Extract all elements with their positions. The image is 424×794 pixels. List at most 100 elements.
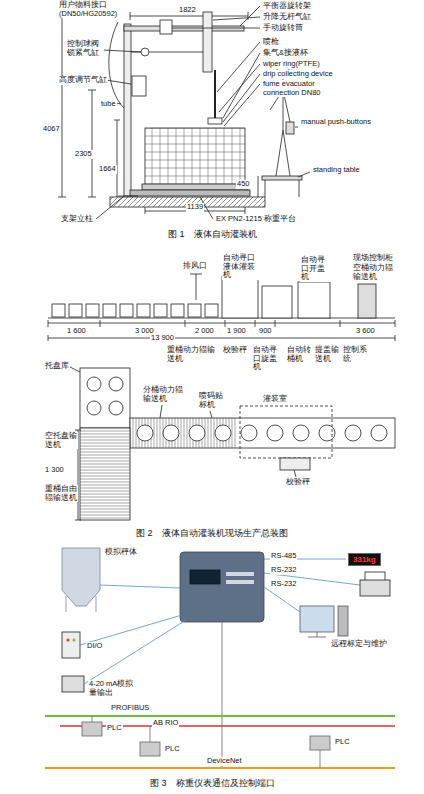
drawing-stroke (92, 716, 320, 768)
drawing-stroke (80, 434, 130, 435)
part-label: 3 600 (355, 327, 376, 336)
drawing-stroke (338, 606, 348, 636)
drawing-stroke (262, 286, 292, 318)
drawing-stroke (80, 473, 130, 474)
part-label: 分桶动力辊输送机 (142, 386, 184, 403)
weight-display: 331kg (348, 553, 381, 566)
part-label: 1822 (178, 6, 197, 15)
drawing-stroke (86, 304, 99, 317)
part-label: 远程标定与维护 (330, 640, 388, 649)
drawing-stroke (80, 485, 130, 486)
drawing-stroke (48, 318, 395, 319)
drawing-stroke (154, 418, 155, 448)
drawing-stroke (286, 122, 294, 134)
drawing-stroke (345, 425, 361, 441)
drawing-stroke (84, 620, 186, 684)
drawing-stroke (310, 736, 330, 750)
drawing-stroke (141, 48, 149, 56)
part-label: fume evacuator connection DN80 (262, 80, 344, 97)
drawing-stroke (62, 548, 100, 606)
drawing-stroke (215, 425, 231, 441)
drawing-stroke (48, 270, 395, 520)
drawing-stroke (171, 304, 184, 317)
drawing-stroke (80, 464, 130, 465)
drawing-stroke (67, 639, 70, 642)
display-reading: 331kg (353, 555, 376, 564)
drawing-stroke (264, 559, 360, 612)
drawing-stroke (48, 320, 395, 327)
drawing-stroke (226, 580, 254, 584)
drawing-stroke (80, 461, 130, 462)
part-label: 空托盘输送机 (44, 432, 78, 449)
drawing-stroke (80, 494, 130, 495)
drawing-stroke (240, 406, 332, 458)
drawing-stroke (130, 190, 250, 196)
drawing-stroke (80, 467, 130, 468)
drawing-stroke (109, 22, 124, 108)
drawing-stroke (137, 425, 153, 441)
drawing-stroke (80, 506, 130, 507)
drawing-stroke (120, 304, 133, 317)
part-label: EX PN2-1215 称重平台 (215, 215, 297, 224)
drawing-stroke (137, 304, 150, 317)
part-label: 450 (236, 180, 251, 189)
part-label: 用户物料接口 (DN50/HG20592) (58, 1, 128, 18)
drawing-stroke (145, 128, 245, 190)
drawing-stroke (87, 377, 101, 391)
drawing-stroke (80, 449, 130, 450)
part-label: 重桶自由辊输送机 (44, 485, 78, 502)
part-label: 模拟秤体 (104, 548, 138, 557)
part-label: PLC (106, 724, 123, 733)
drawing-stroke (62, 632, 80, 658)
part-label: 1 600 (66, 327, 87, 336)
part-label: 自动转桶机 (286, 346, 312, 363)
figure-caption: 图 2 液体自动灌装机现场生产总装图 (135, 528, 289, 538)
drawing-stroke (80, 515, 130, 516)
part-label: 900 (258, 327, 273, 336)
part-label: RS-232 (270, 580, 297, 589)
drawing-stroke (298, 282, 330, 318)
drawing-stroke (80, 458, 130, 459)
drawing-stroke (160, 20, 172, 34)
part-label: 喷枪 (262, 38, 280, 47)
drawing-stroke (103, 304, 116, 317)
drawing-stroke (293, 425, 309, 441)
drawing-stroke (109, 401, 123, 415)
part-label: 提盖输送机 (314, 346, 340, 363)
part-label: 自动寻口开盖机 (300, 256, 332, 282)
figure-caption: 图 1 液体自动灌装机 (167, 229, 258, 239)
part-label: 控制球阀 锁紧气缸 (66, 40, 104, 57)
drawing-stroke (69, 304, 82, 317)
part-label: PLC (164, 745, 181, 754)
part-label: PLC (334, 738, 351, 747)
part-label: wiper ring(PTFE) (262, 60, 321, 69)
drawing-stroke (96, 6, 310, 219)
part-label: 自动寻口旋盖机 (252, 346, 284, 372)
drawing-stroke (187, 418, 188, 448)
part-label: 集气&接液杯 (262, 49, 309, 58)
part-label: 2305 (74, 150, 93, 159)
drawing-stroke (52, 304, 218, 317)
part-label: 重桶动力辊输送机 (166, 346, 216, 363)
drawing-stroke (265, 180, 299, 197)
part-label: 现场控制柜 (352, 254, 394, 263)
part-label: 手动旋转筒 (262, 24, 304, 33)
drawing-stroke (133, 418, 134, 448)
drawing-stroke (62, 676, 84, 692)
drawing-stroke (66, 596, 96, 612)
drawing-stroke (208, 118, 222, 124)
drawing-stroke (45, 548, 395, 768)
drawing-stroke (241, 425, 257, 441)
drawing-stroke (80, 368, 130, 428)
drawing-stroke (80, 437, 130, 438)
drawing-stroke (124, 26, 244, 31)
part-label: DeviceNet (206, 757, 243, 766)
drawing-stroke (80, 446, 130, 447)
drawing-stroke (80, 509, 130, 510)
part-label: 1664 (98, 165, 117, 174)
part-label: tube (100, 100, 117, 109)
part-label: standing table (312, 166, 361, 175)
drawing-stroke (136, 418, 137, 448)
drawing-stroke (80, 470, 130, 471)
part-label: 自动寻口液体灌装机 (222, 254, 260, 280)
